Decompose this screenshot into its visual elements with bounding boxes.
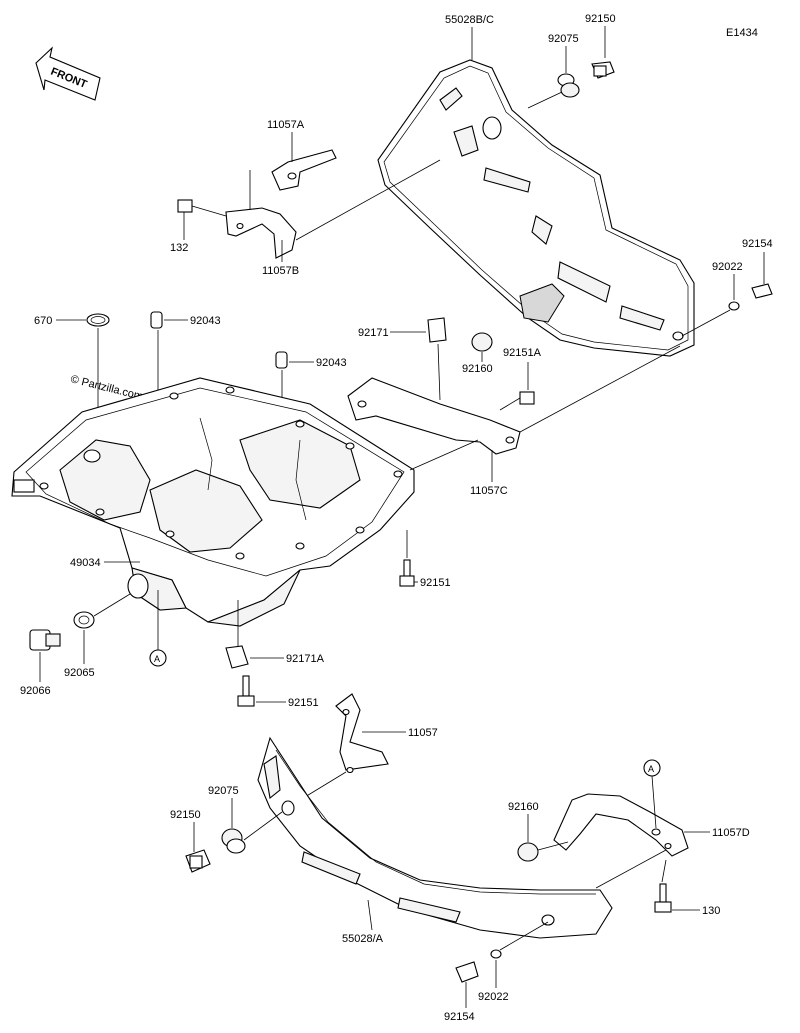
label-92150-top: 92150 [585,13,616,25]
upper-cover-55028bc[interactable] [377,59,695,357]
label-92151-low: 92151 [288,697,319,709]
label-92154-top: 92154 [742,238,773,250]
washer-92022-top[interactable] [728,301,740,311]
dowel-92043-b[interactable] [275,351,288,369]
washer-92022-low[interactable] [490,949,502,959]
label-55028a: 55028/A [342,933,384,945]
bracket-11057[interactable] [335,693,389,774]
callout-a-left-label: A [154,654,160,664]
label-55028bc: 55028B/C [445,14,494,26]
callout-a-left: A [149,649,167,667]
label-92171a: 92171A [286,653,325,665]
label-92171: 92171 [358,327,389,339]
callout-a-right-label: A [648,764,654,774]
label-670: 670 [34,315,52,327]
clip-92171[interactable] [427,317,447,343]
label-92022-low: 92022 [478,991,509,1003]
label-49034: 49034 [70,557,101,569]
label-130: 130 [702,905,720,917]
grommet-92160-low[interactable] [517,842,539,862]
label-11057c: 11057C [470,485,508,497]
label-92022-top: 92022 [712,261,743,273]
bolt-92150-top[interactable] [591,61,615,79]
label-92066: 92066 [20,685,51,697]
label-92150-low: 92150 [170,809,201,821]
clip-92171a[interactable] [225,645,249,669]
dowel-92043-a[interactable] [150,311,163,329]
bracket-11057d[interactable] [553,793,689,857]
grommet-92075-top[interactable] [557,73,580,98]
drain-plug-92066[interactable] [29,629,61,651]
bolt-92151-mid[interactable] [399,559,415,587]
bolt-92154-low[interactable] [455,961,479,983]
front-arrow-icon: FRONT [35,46,101,101]
bolt-92151a[interactable] [499,391,535,411]
washer-92065[interactable] [73,611,95,629]
label-92075-top: 92075 [548,33,579,45]
label-92065: 92065 [64,667,95,679]
label-11057: 11057 [408,727,438,739]
bolt-92150-low[interactable] [185,849,211,873]
label-92160-top: 92160 [462,363,493,375]
label-11057a: 11057A [267,119,305,131]
bracket-11057c[interactable] [347,377,521,455]
callout-a-right: A [643,759,661,777]
label-92151-mid: 92151 [420,577,451,589]
label-92075-low: 92075 [208,785,239,797]
bolt-92151-low[interactable] [237,675,255,707]
bolt-92154-top[interactable] [751,283,773,299]
oil-pan-49034[interactable] [11,377,415,627]
grommet-92075-low[interactable] [221,828,246,854]
label-92043-b: 92043 [316,357,347,369]
bracket-11057b[interactable] [225,207,297,259]
label-92160-low: 92160 [508,801,539,813]
label-92043-a: 92043 [190,315,221,327]
bolt-130[interactable] [654,883,672,913]
label-92151a: 92151A [503,347,542,359]
lower-cover-55028a[interactable] [257,736,613,939]
oring-670[interactable] [86,313,110,327]
label-11057d: 11057D [712,827,750,839]
grommet-92160-top[interactable] [471,332,493,352]
diagram-code: E1434 [726,27,758,39]
bracket-11057a[interactable] [271,149,337,191]
label-132: 132 [170,242,188,254]
bolt-132[interactable] [177,199,227,217]
label-92154-low: 92154 [444,1011,475,1023]
label-11057b: 11057B [262,265,299,277]
